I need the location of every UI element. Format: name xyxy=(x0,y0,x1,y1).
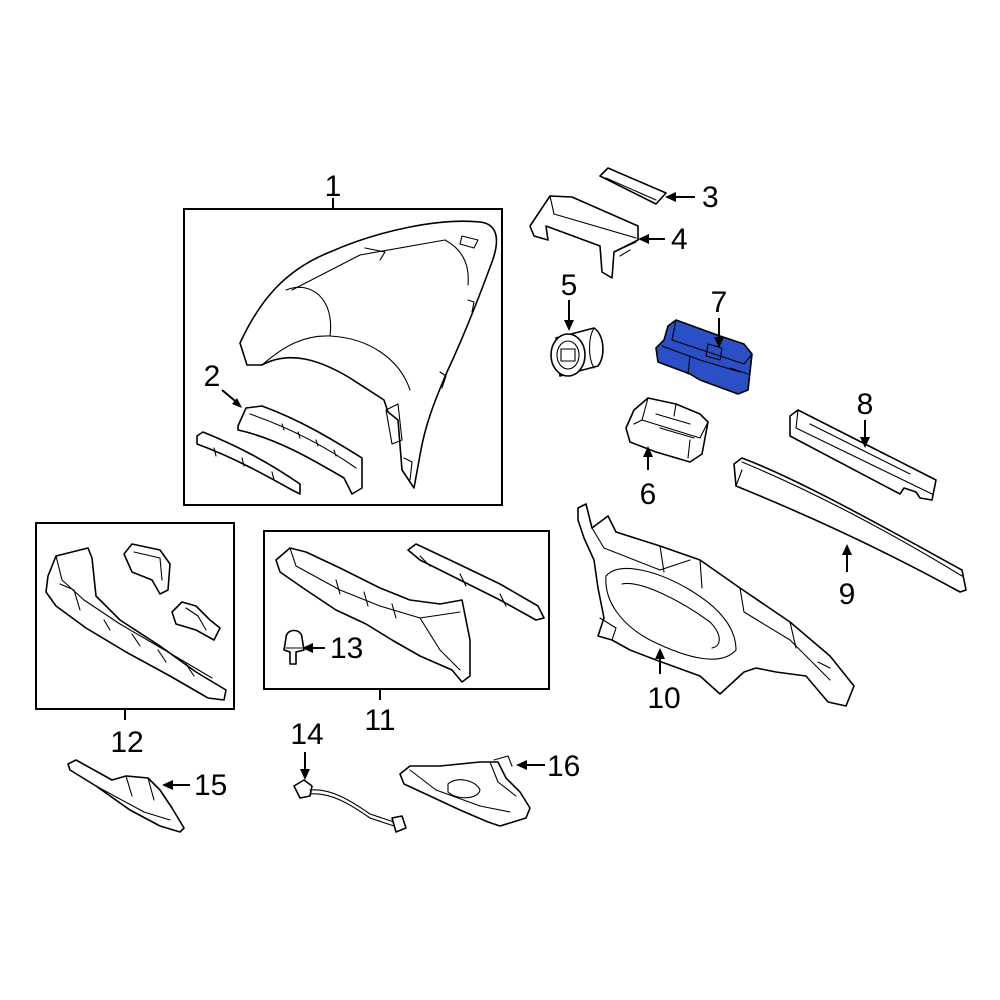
part-11-bracket-assembly[interactable] xyxy=(275,543,545,683)
arrow-10 xyxy=(655,648,665,659)
callout-15: 15 xyxy=(194,769,227,802)
part-16-lower-tray[interactable] xyxy=(399,755,531,827)
part-8-latch-highlighted[interactable] xyxy=(655,319,753,395)
arrow-2 xyxy=(232,398,242,408)
part-2-trim-strip[interactable] xyxy=(196,405,363,495)
callout-13: 13 xyxy=(330,632,363,665)
arrow-8 xyxy=(714,337,724,348)
callout-14: 14 xyxy=(290,718,323,751)
part-10-glove-box-housing[interactable] xyxy=(577,503,855,707)
callout-9: 9 xyxy=(839,578,856,611)
part-5-lock-cylinder[interactable] xyxy=(550,327,604,377)
arrow-13 xyxy=(302,643,313,653)
arrow-3 xyxy=(665,192,676,202)
callout-5: 5 xyxy=(561,269,578,302)
group-frame-12 xyxy=(35,522,235,710)
callout-3: 3 xyxy=(702,181,719,214)
callout-7: 8 xyxy=(857,388,874,421)
callout-12: 12 xyxy=(110,726,143,759)
part-14-cable[interactable] xyxy=(293,779,407,833)
part-3-cover-strip[interactable] xyxy=(599,167,667,205)
part-9-long-trim-panel[interactable] xyxy=(733,457,967,593)
part-15-handle-bracket[interactable] xyxy=(67,759,185,833)
arrow-5 xyxy=(564,320,574,331)
group-frame-1 xyxy=(183,208,503,506)
group-frame-11 xyxy=(263,530,550,690)
callout-11: 11 xyxy=(364,704,395,737)
callout-2: 2 xyxy=(204,360,221,393)
part-6-latch-mechanism[interactable] xyxy=(625,397,709,463)
callout-16: 16 xyxy=(547,750,580,783)
part-13-bumper[interactable] xyxy=(283,629,305,665)
arrow-9 xyxy=(842,544,852,555)
callout-4: 4 xyxy=(671,223,688,256)
callout-8: 7 xyxy=(711,286,728,319)
part-1-glove-box-door[interactable] xyxy=(239,220,498,489)
callout-1: 1 xyxy=(325,170,342,203)
part-4-cover-bracket[interactable] xyxy=(529,195,639,279)
part-12-lower-panel-assembly[interactable] xyxy=(45,543,227,701)
arrow-7 xyxy=(860,437,870,448)
part-7-rail[interactable] xyxy=(789,409,937,501)
arrow-6 xyxy=(643,446,653,457)
callout-10: 10 xyxy=(647,682,680,715)
callout-6: 6 xyxy=(640,478,657,511)
arrow-4 xyxy=(638,234,649,244)
arrow-14 xyxy=(300,769,310,780)
arrow-16 xyxy=(516,760,527,770)
arrow-15 xyxy=(162,780,173,790)
